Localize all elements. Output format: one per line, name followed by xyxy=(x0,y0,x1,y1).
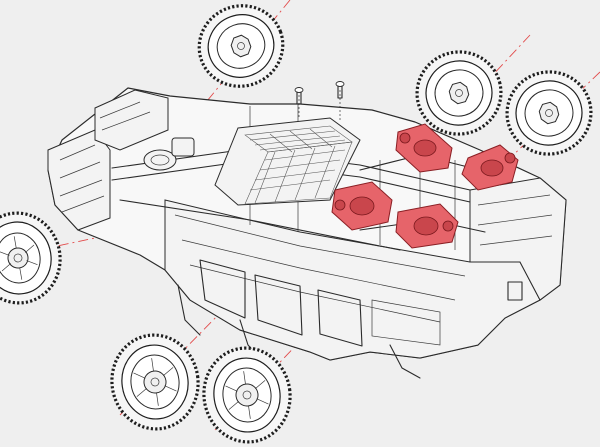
screw-left xyxy=(294,87,304,118)
gear-motor-front-left xyxy=(395,123,453,173)
door-panel-rear xyxy=(317,289,363,347)
gear-motor-rear-right xyxy=(395,203,459,249)
rear-bumper xyxy=(469,177,567,301)
front-bumper xyxy=(47,129,111,231)
gear-motor-front-right xyxy=(461,144,519,191)
battery-compartment xyxy=(214,117,361,206)
screw-right xyxy=(335,81,345,122)
door-panel-mid xyxy=(254,274,303,336)
door-panel-front xyxy=(199,259,246,319)
wheel-front-left xyxy=(0,211,62,305)
wheel-front-top xyxy=(197,4,285,88)
wheel-bottom-rear xyxy=(202,346,292,444)
gear-motor-rear-left xyxy=(331,181,393,231)
wheel-rear-top-b xyxy=(505,70,593,156)
gear-motors xyxy=(331,123,519,249)
wheel-bottom-front xyxy=(110,333,200,431)
wheel-rear-top-a xyxy=(415,50,503,136)
screws xyxy=(294,81,345,122)
